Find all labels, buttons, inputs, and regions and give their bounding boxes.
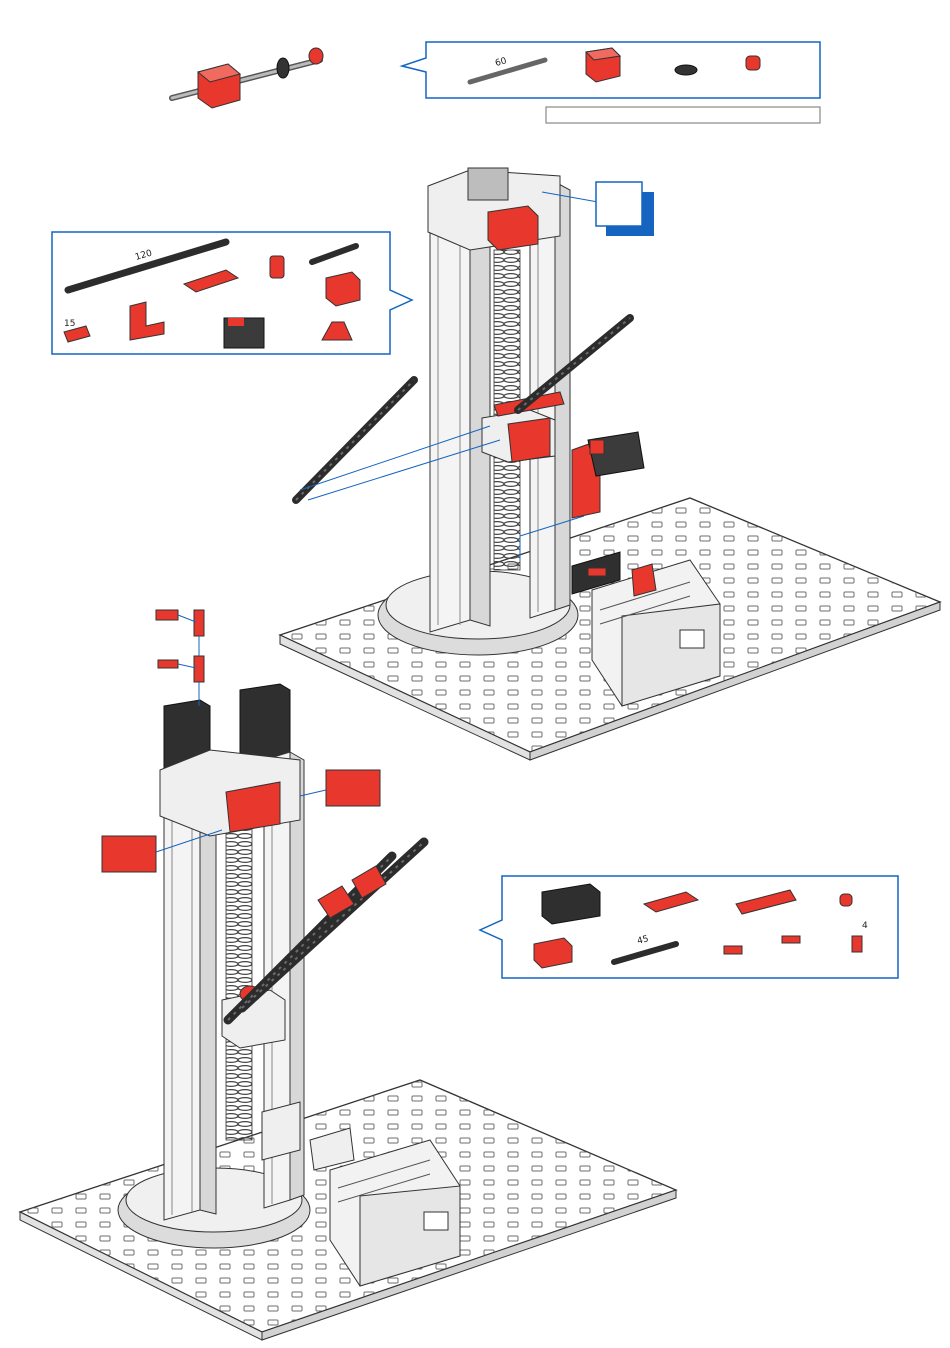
red-clip-part-2 [840,894,852,906]
axle-subassembly [172,48,323,108]
exploded-bracket-1 [572,432,644,518]
red-block-on-axle [198,64,240,108]
arm-left-exploded-1 [296,380,414,500]
red-sleeve-part [270,256,284,278]
step-marker [596,182,654,236]
arms-tilted-2 [228,842,424,1020]
switch-part [224,318,264,348]
parts-box-left: 120 15 [52,232,412,354]
top-housing-1 [428,168,560,250]
worm-spring-2 [226,820,252,1140]
red-block-part-2 [326,272,360,306]
blank-label-bar [546,107,820,123]
red-clip-on-axle [309,48,323,64]
small-red-pin-part [782,936,800,943]
exploded-plate-left [102,836,156,872]
small-red-connector-part [724,946,742,954]
exploded-plate-right [326,770,380,806]
gear-on-axle [277,58,289,78]
parts-box-top: 60 [402,42,820,98]
top-housing-2 [160,750,300,836]
red-block-part [586,48,620,82]
strip-length-label: 15 [64,319,75,329]
small-part-count-label: 4 [862,921,868,931]
exploded-small-parts-2 [156,610,204,682]
small-gear-part [675,65,697,75]
red-clip-part [746,56,760,70]
red-double-block-part [534,938,572,968]
parts-box-right: 45 4 [480,876,898,978]
